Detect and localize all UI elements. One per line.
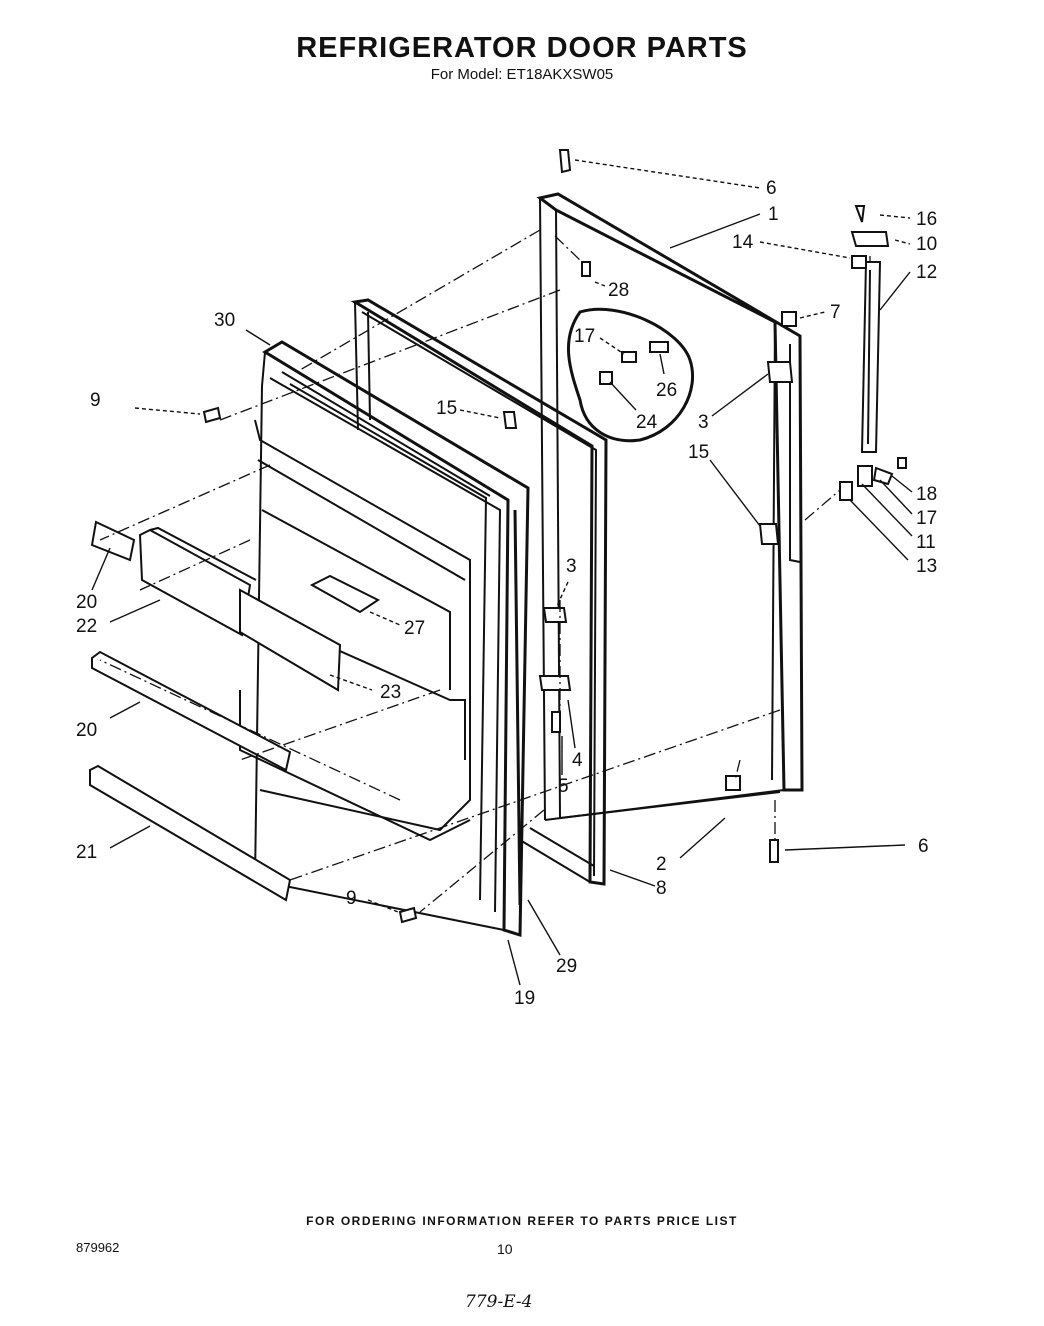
callout-3-lower: 3 <box>566 556 577 577</box>
callout-1: 1 <box>768 204 779 225</box>
callout-17-hinge: 17 <box>916 508 937 529</box>
door-shelf-21 <box>89 764 292 902</box>
door-handle <box>860 261 882 453</box>
callout-18: 18 <box>916 484 937 505</box>
callout-28: 28 <box>608 280 629 301</box>
callout-9-upper: 9 <box>90 390 101 411</box>
callout-3-upper: 3 <box>698 412 709 433</box>
leader-lines <box>91 159 913 986</box>
door-liner <box>239 340 530 938</box>
breaker-strip <box>513 509 522 906</box>
callout-12: 12 <box>916 262 937 283</box>
callout-2: 2 <box>656 854 667 875</box>
callout-7: 7 <box>830 302 841 323</box>
hinge-cap-small-parts <box>202 149 907 924</box>
door-gasket <box>350 298 608 886</box>
callout-14: 14 <box>732 232 754 253</box>
outer-door-panel <box>536 192 804 821</box>
callout-8: 8 <box>656 878 667 899</box>
assembly-lines <box>99 229 871 913</box>
door-bin-23 <box>239 588 342 692</box>
callout-27: 27 <box>404 618 425 639</box>
callout-11: 11 <box>916 532 936 553</box>
dairy-door-27 <box>309 574 380 614</box>
callout-16: 16 <box>916 209 937 230</box>
document-number: 879962 <box>76 1240 120 1255</box>
page-number: 10 <box>497 1241 513 1257</box>
callout-15-panel: 15 <box>688 442 709 463</box>
ordering-note: FOR ORDERING INFORMATION REFER TO PARTS … <box>306 1214 738 1228</box>
handwritten-note: 779-E-4 <box>465 1292 533 1312</box>
callout-9-lower: 9 <box>346 888 357 909</box>
door-shelf-rail-20b <box>91 650 292 772</box>
callout-26: 26 <box>656 380 677 401</box>
callout-labels: 6 1 16 14 10 12 28 7 30 17 26 9 15 24 3 … <box>76 178 937 1009</box>
model-subtitle: For Model: ET18AKXSW05 <box>430 66 614 83</box>
callout-21: 21 <box>76 842 97 863</box>
callout-22: 22 <box>76 616 97 637</box>
callout-24: 24 <box>636 412 658 433</box>
callout-29: 29 <box>556 956 577 977</box>
callout-17-inset: 17 <box>574 326 595 347</box>
callout-20-upper: 20 <box>76 592 97 613</box>
callout-6-bottom: 6 <box>918 836 929 857</box>
callout-23: 23 <box>380 682 401 703</box>
callout-15-liner: 15 <box>436 398 457 419</box>
callout-10: 10 <box>916 234 937 255</box>
door-shelf-rail-20a <box>90 520 136 562</box>
page-title: REFRIGERATOR DOOR PARTS <box>296 32 748 64</box>
callout-4: 4 <box>572 750 583 771</box>
detail-inset <box>566 307 695 443</box>
callout-6-top: 6 <box>766 178 777 199</box>
door-shelf-22 <box>138 526 257 637</box>
callout-30: 30 <box>214 310 235 331</box>
callout-19: 19 <box>514 988 535 1009</box>
callout-13: 13 <box>916 556 937 577</box>
callout-5: 5 <box>558 776 569 797</box>
callout-20-lower: 20 <box>76 720 97 741</box>
